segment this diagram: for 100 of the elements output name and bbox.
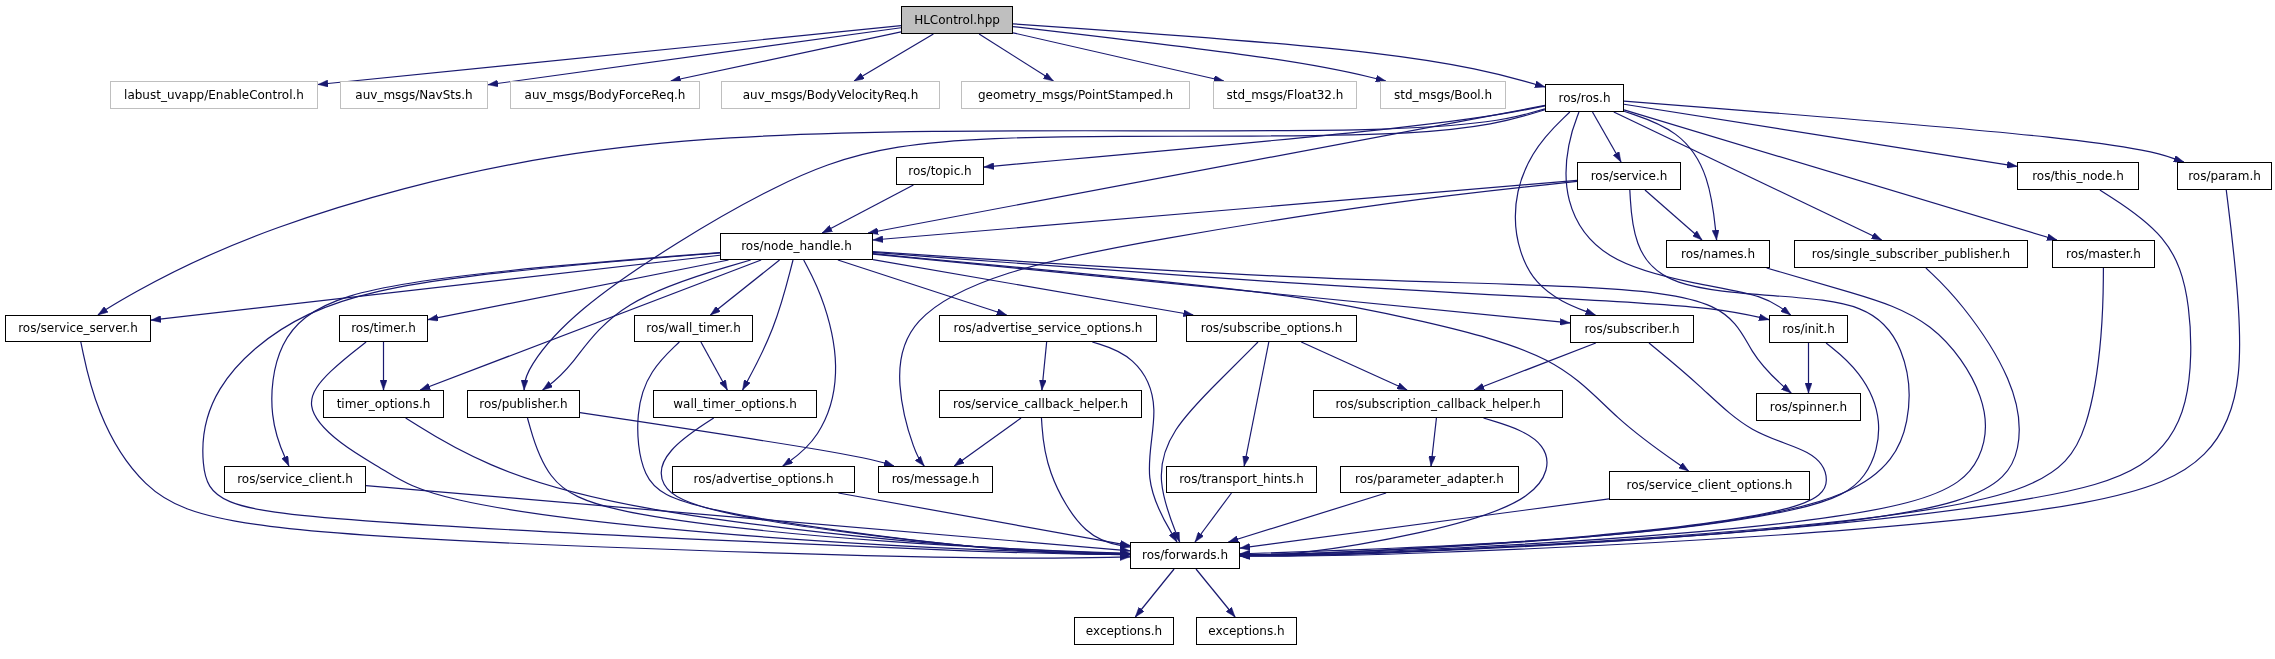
file-name: ros/init.h (1782, 321, 1835, 337)
file-node (1545, 84, 1624, 112)
include-arrow (1239, 417, 1548, 560)
file-name: exceptions.h (1208, 623, 1285, 639)
include-arrow (853, 33, 934, 82)
include-arrow (1644, 189, 1703, 241)
file-name: labust_uvapp/EnableControl.h (124, 87, 304, 103)
include-arrow (872, 253, 1690, 472)
file-node (1570, 315, 1694, 343)
include-arrow (1012, 23, 1546, 89)
file-name: ros/ros.h (1558, 90, 1611, 106)
file-node (2177, 162, 2272, 190)
file-node (110, 81, 318, 109)
file-name: ros/message.h (891, 472, 980, 487)
file-name: auv_msgs/BodyForceReq.h (524, 87, 686, 103)
file-node (961, 81, 1190, 109)
file-node (1166, 466, 1317, 493)
file-node (672, 466, 855, 493)
include-arrow (1300, 341, 1408, 391)
include-arrow (1623, 100, 2185, 164)
include-arrow (1613, 111, 1883, 241)
file-node (878, 466, 993, 493)
file-node (720, 233, 873, 260)
file-name: ros/topic.h (908, 163, 972, 179)
include-arrow (899, 180, 1578, 467)
file-node (896, 157, 984, 185)
file-name: ros/param.h (2188, 168, 2261, 184)
file-name: ros/forwards.h (1142, 548, 1228, 563)
include-arrow (150, 254, 721, 324)
include-arrow (579, 411, 895, 468)
file-node (1577, 162, 1681, 190)
file-name: ros/advertise_service_options.h (953, 321, 1143, 336)
file-node (339, 315, 428, 342)
include-arrow (1428, 417, 1437, 467)
include-arrow (1038, 341, 1048, 391)
include-arrow (1134, 568, 1175, 618)
include-arrow (660, 417, 1131, 558)
file-name: ros/this_node.h (2032, 168, 2124, 184)
file-node (939, 315, 1157, 342)
include-arrow (379, 341, 388, 391)
file-name: ros/subscriber.h (1584, 321, 1680, 337)
file-name: ros/parameter_adapter.h (1355, 472, 1504, 487)
file-node (2017, 162, 2139, 190)
file-name: auv_msgs/NavSts.h (355, 87, 473, 103)
include-arrow (1194, 492, 1233, 543)
file-node (634, 315, 753, 342)
include-arrow (1091, 341, 1178, 543)
file-name: geometry_msgs/PointStamped.h (977, 87, 1174, 103)
file-name: ros/service_server.h (18, 321, 138, 336)
file-name: ros/subscription_callback_helper.h (1335, 396, 1541, 412)
include-arrow (872, 253, 1571, 326)
include-arrow (1040, 417, 1131, 550)
file-node (5, 315, 151, 342)
file-name: ros/single_subscriber_publisher.h (1811, 246, 2011, 262)
file-node (1666, 240, 1770, 268)
include-arrow (1239, 498, 1610, 551)
include-arrow (821, 184, 914, 234)
include-arrow (1012, 25, 1387, 83)
file-name: ros/service_callback_helper.h (953, 396, 1128, 412)
include-arrow (837, 259, 1008, 317)
include-arrow (709, 259, 781, 316)
current-file-node (901, 6, 1013, 34)
include-arrow (867, 104, 1546, 236)
include-arrow (1623, 110, 1720, 241)
include-arrow (782, 259, 837, 467)
include-arrow (1804, 342, 1813, 394)
file-name: ros/spinner.h (1769, 399, 1848, 415)
file-name: ros/service_client_options.h (1626, 478, 1793, 493)
file-node (1186, 315, 1357, 342)
include-arrow (741, 259, 794, 391)
include-arrow (97, 108, 1546, 316)
file-node (1609, 471, 1810, 500)
file-name: ros/wall_timer.h (646, 321, 741, 336)
include-arrow (700, 341, 728, 391)
include-arrow (1565, 111, 1792, 316)
file-name: ros/service_client.h (237, 472, 353, 487)
include-arrow (317, 25, 902, 88)
file-node (1196, 617, 1297, 645)
include-arrow (487, 27, 902, 88)
file-name: ros/names.h (1681, 246, 1755, 262)
file-name: auv_msgs/BodyVelocityReq.h (742, 87, 919, 103)
include-arrow (872, 251, 1792, 394)
file-name: ros/publisher.h (479, 396, 568, 412)
include-arrow (542, 259, 752, 391)
file-node (1769, 315, 1848, 343)
file-node (1074, 617, 1174, 645)
file-node (2052, 240, 2155, 268)
file-node (1380, 81, 1506, 109)
file-node (467, 390, 580, 418)
file-node (1130, 542, 1240, 569)
include-arrow (872, 179, 1578, 244)
file-node (653, 390, 817, 418)
include-arrow (1227, 492, 1387, 544)
file-node (1756, 393, 1861, 421)
include-arrow (1514, 111, 1596, 316)
include-arrow (953, 417, 1022, 467)
file-node (1340, 466, 1519, 493)
file-node (510, 81, 700, 109)
include-arrow (983, 105, 1546, 171)
file-name: ros/timer.h (351, 321, 416, 336)
